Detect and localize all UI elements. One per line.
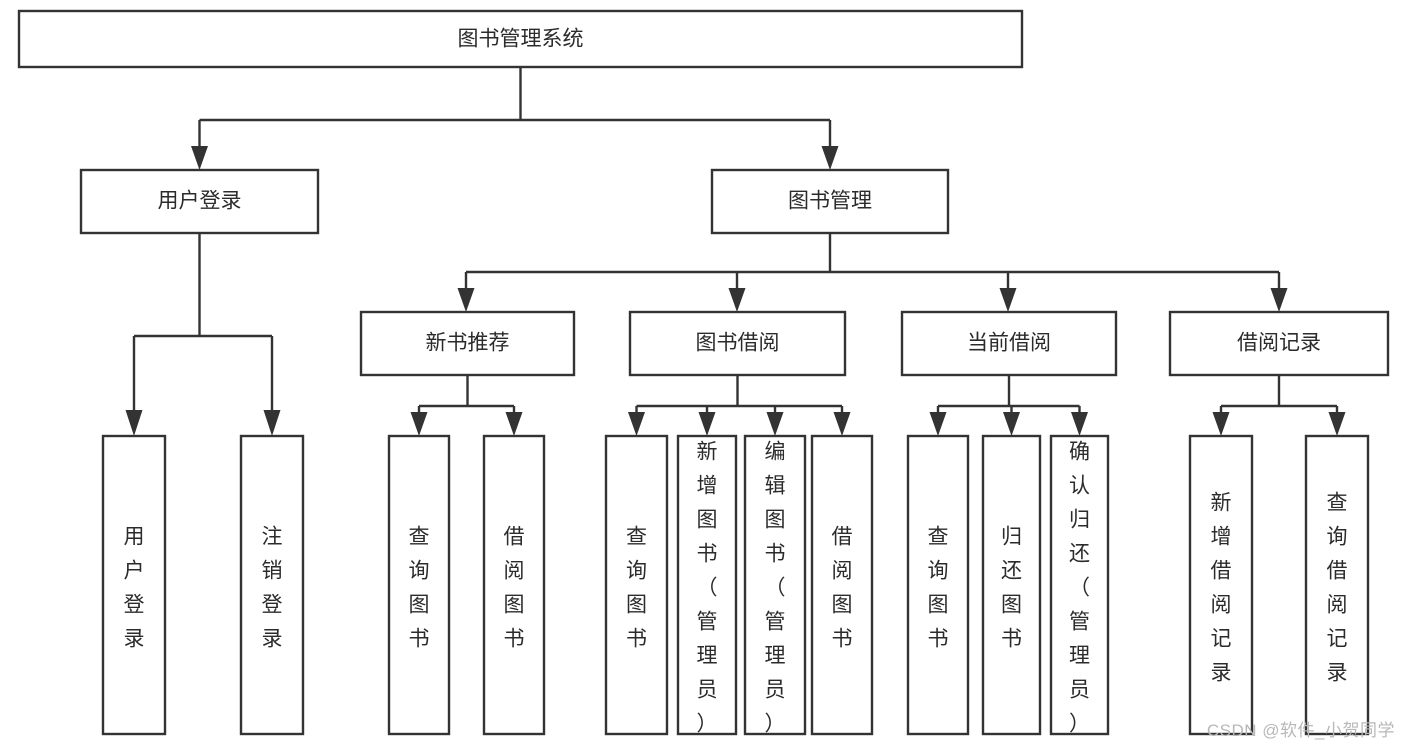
node-root[interactable]: 图书管理系统 [17, 9, 1024, 69]
node-leaf-confirm-return-label: 确认归还（管理员） [1069, 441, 1090, 736]
node-user-login-box[interactable] [79, 168, 320, 235]
node-leaf-confirm-return[interactable]: 确认归还（管理员） [1049, 434, 1110, 736]
node-book-manage[interactable]: 图书管理 [710, 168, 950, 235]
arrow-head-book-borrow [728, 288, 746, 312]
node-leaf-return-book[interactable]: 归还图书 [981, 434, 1042, 736]
arrow-head-user-login [191, 146, 208, 170]
node-root-box[interactable] [17, 9, 1024, 69]
arrow-head-leaf-borrow-book-2 [833, 412, 851, 436]
node-new-book-recommend-box[interactable] [359, 310, 576, 377]
node-leaf-add-book-label: 新增图书（管理员） [697, 441, 718, 736]
node-leaf-borrow-book-2-label: 借阅图书 [832, 526, 853, 651]
node-leaf-user-login[interactable]: 用户登录 [101, 434, 167, 736]
node-leaf-query-book-3[interactable]: 查询图书 [906, 434, 970, 736]
node-leaf-query-book-2-label: 查询图书 [626, 526, 647, 651]
node-leaf-user-login-label: 用户登录 [124, 526, 145, 651]
node-borrow-record-box[interactable] [1168, 310, 1390, 377]
arrow-head-current-borrow [999, 288, 1017, 312]
node-borrow-record-label: 借阅记录 [1237, 332, 1321, 355]
node-leaf-edit-book[interactable]: 编辑图书（管理员） [743, 434, 807, 736]
node-current-borrow-label: 当前借阅 [967, 332, 1051, 355]
node-leaf-add-book-box[interactable] [676, 434, 738, 736]
node-leaf-borrow-book-1-box[interactable] [482, 434, 546, 736]
node-leaf-confirm-return-box[interactable] [1049, 434, 1110, 736]
node-new-book-recommend-label: 新书推荐 [426, 332, 510, 355]
arrow-head-leaf-user-login [125, 410, 143, 436]
node-leaf-add-record-box[interactable] [1188, 434, 1254, 736]
node-book-borrow-box[interactable] [628, 310, 847, 377]
connector-layer [125, 67, 1346, 436]
node-leaf-edit-book-label: 编辑图书（管理员） [765, 441, 786, 736]
arrow-head-borrow-record [1270, 288, 1288, 312]
node-leaf-edit-book-box[interactable] [743, 434, 807, 736]
node-book-borrow[interactable]: 图书借阅 [628, 310, 847, 377]
node-new-book-recommend[interactable]: 新书推荐 [359, 310, 576, 377]
node-leaf-query-book-1[interactable]: 查询图书 [387, 434, 451, 736]
node-leaf-add-record[interactable]: 新增借阅记录 [1188, 434, 1254, 736]
node-leaf-query-book-3-label: 查询图书 [928, 526, 949, 651]
node-leaf-query-book-1-label: 查询图书 [409, 526, 430, 651]
node-leaf-query-book-1-box[interactable] [387, 434, 451, 736]
node-leaf-borrow-book-1[interactable]: 借阅图书 [482, 434, 546, 736]
node-leaf-borrow-book-1-label: 借阅图书 [504, 526, 525, 651]
node-leaf-add-book[interactable]: 新增图书（管理员） [676, 434, 738, 736]
node-root-label: 图书管理系统 [458, 28, 584, 51]
node-leaf-query-book-2[interactable]: 查询图书 [604, 434, 669, 736]
node-current-borrow-box[interactable] [900, 310, 1118, 377]
node-borrow-record[interactable]: 借阅记录 [1168, 310, 1390, 377]
node-leaf-user-logout-label: 注销登录 [262, 526, 283, 651]
node-leaf-borrow-book-2[interactable]: 借阅图书 [810, 434, 874, 736]
arrow-head-new-book-recommend [457, 288, 475, 312]
arrow-head-leaf-edit-book [766, 412, 784, 436]
node-user-login[interactable]: 用户登录 [79, 168, 320, 235]
node-leaf-borrow-book-2-box[interactable] [810, 434, 874, 736]
node-leaf-query-record-box[interactable] [1304, 434, 1370, 736]
arrow-head-leaf-borrow-book-1 [505, 412, 523, 436]
node-book-manage-box[interactable] [710, 168, 950, 235]
node-book-borrow-label: 图书借阅 [696, 332, 780, 355]
arrow-head-leaf-add-book [698, 412, 716, 436]
node-leaf-return-book-label: 归还图书 [1001, 526, 1022, 651]
node-user-login-label: 用户登录 [158, 190, 242, 213]
arrow-head-leaf-confirm-return [1071, 412, 1088, 436]
arrow-head-leaf-query-book-2 [628, 412, 645, 436]
node-book-manage-label: 图书管理 [788, 190, 872, 213]
arrow-head-leaf-add-record [1212, 412, 1230, 436]
arrow-head-book-manage [821, 146, 839, 170]
csdn-watermark: CSDN @软件_小贺同学 [1206, 721, 1395, 740]
node-leaf-user-login-box[interactable] [101, 434, 167, 736]
node-leaf-user-logout-box[interactable] [239, 434, 305, 736]
arrow-head-leaf-query-book-1 [410, 412, 428, 436]
node-leaf-return-book-box[interactable] [981, 434, 1042, 736]
node-leaf-add-record-label: 新增借阅记录 [1211, 492, 1232, 685]
arrow-head-leaf-query-book-3 [929, 412, 947, 436]
node-leaf-user-logout[interactable]: 注销登录 [239, 434, 305, 736]
node-current-borrow[interactable]: 当前借阅 [900, 310, 1118, 377]
node-leaf-query-book-2-box[interactable] [604, 434, 669, 736]
leaf-layer: 用户登录 注销登录 查询图书 借阅图书 查询图书 新增图书（管理员） [101, 434, 1370, 736]
arrow-head-leaf-return-book [1003, 412, 1020, 436]
node-leaf-query-record-label: 查询借阅记录 [1327, 492, 1348, 685]
arrow-head-leaf-query-record [1328, 412, 1346, 436]
node-leaf-query-book-3-box[interactable] [906, 434, 970, 736]
node-leaf-query-record[interactable]: 查询借阅记录 [1304, 434, 1370, 736]
arrow-head-leaf-user-logout [263, 410, 281, 436]
